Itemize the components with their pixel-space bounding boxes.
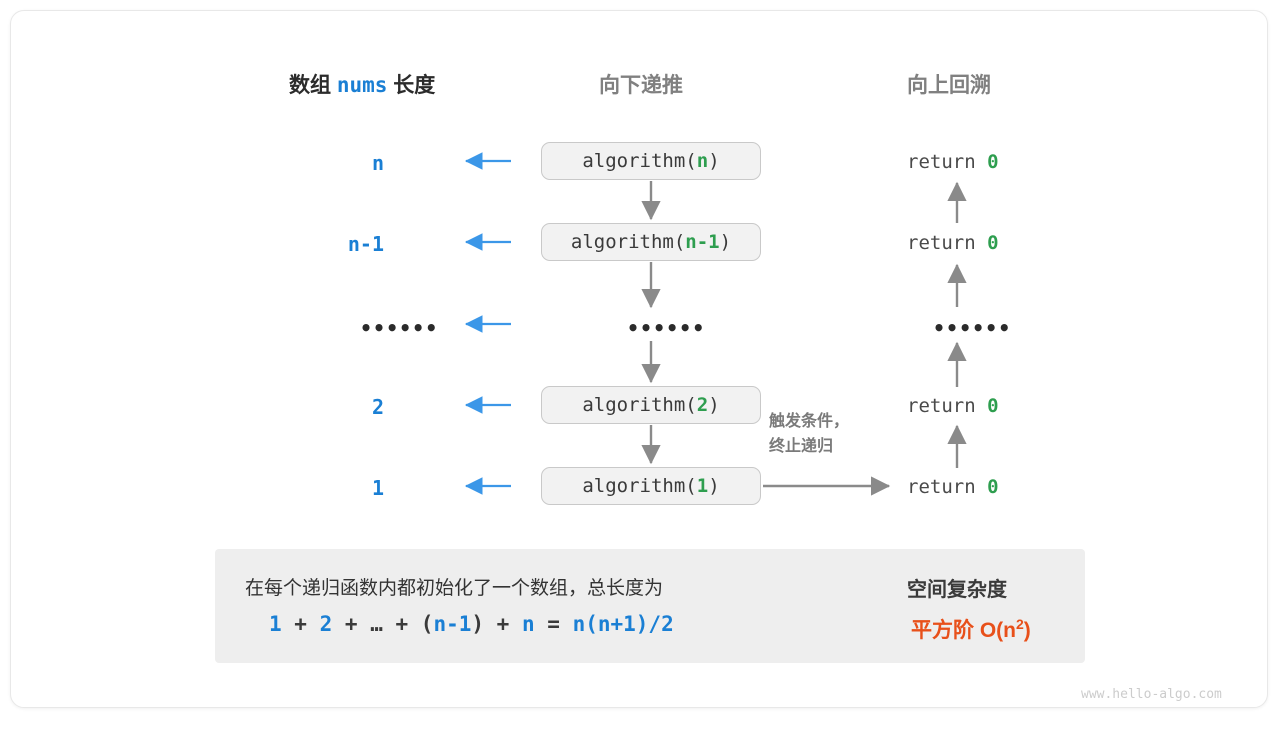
formula-token-11: = (534, 612, 573, 636)
formula-token-6: ( (420, 612, 434, 636)
call-box-row-0: algorithm(n) (541, 142, 761, 180)
column-header-recurse-down: 向下递推 (599, 74, 683, 97)
call-arg: n (696, 150, 709, 172)
size-label-row-3: 2 (371, 395, 384, 419)
call-arg: 1 (696, 475, 709, 497)
formula-token-12: n(n+1)/2 (572, 612, 674, 636)
result-close: ) (1023, 619, 1031, 642)
result-notation: O(n (979, 619, 1016, 642)
return-value: 0 (987, 232, 999, 254)
call-suffix: ) (708, 394, 720, 416)
column-header-array-length: 数组 nums 长度 (289, 69, 435, 99)
annotation-line-2: 终止递归 (769, 437, 834, 455)
call-box-row-1: algorithm(n-1) (541, 223, 761, 261)
call-prefix: algorithm( (570, 231, 686, 253)
header-array-suffix: 长度 (393, 74, 436, 97)
formula-token-5: + (382, 612, 421, 636)
call-arg: n-1 (685, 231, 720, 253)
call-suffix: ) (708, 150, 720, 172)
diagram-card: 数组 nums 长度 向下递推 向上回溯 (10, 10, 1268, 708)
return-value: 0 (987, 395, 999, 417)
call-box-row-4: algorithm(1) (541, 467, 761, 505)
annotation-line-1: 触发条件， (769, 413, 850, 430)
return-text: return (907, 476, 988, 498)
return-label-row-2-ellipsis: •••••• (933, 316, 1012, 340)
header-array-name: nums (336, 73, 388, 97)
call-box-row-2-ellipsis: •••••• (627, 316, 706, 340)
header-array-prefix: 数组 (289, 74, 331, 97)
call-prefix: algorithm( (582, 475, 697, 497)
formula-token-4: … (370, 612, 383, 636)
call-box-row-3: algorithm(2) (541, 386, 761, 424)
size-label-row-0: n (371, 151, 384, 175)
watermark: www.hello-algo.com (1081, 687, 1222, 702)
size-label-row-4: 1 (371, 476, 384, 500)
formula-token-8: ) (471, 612, 485, 636)
summary-result-title: 空间复杂度 (907, 579, 1007, 601)
size-label-row-1: n-1 (347, 232, 384, 256)
formula-token-0: 1 (269, 612, 282, 636)
result-prefix: 平方阶 (911, 619, 980, 642)
result-exponent: 2 (1016, 616, 1024, 632)
call-arg: 2 (696, 394, 709, 416)
summary-result-value: 平方阶 O(n2) (911, 614, 1031, 644)
size-label-row-2-ellipsis: •••••• (360, 316, 439, 340)
return-text: return (907, 232, 988, 254)
summary-formula: 1 + 2 + … + (n-1) + n = n(n+1)/2 (269, 612, 674, 636)
call-prefix: algorithm( (582, 150, 697, 172)
base-case-annotation: 触发条件， 终止递归 (769, 410, 849, 460)
return-label-row-0: return 0 (907, 151, 999, 173)
formula-token-2: 2 (319, 612, 333, 636)
blue-left-arrows (464, 152, 511, 495)
call-suffix: ) (708, 475, 720, 497)
call-suffix: ) (719, 231, 732, 253)
return-text: return (907, 395, 988, 417)
return-text: return (907, 151, 988, 173)
return-label-row-4: return 0 (907, 476, 999, 498)
formula-token-3: + (332, 612, 371, 636)
formula-token-9: + (484, 612, 522, 636)
call-prefix: algorithm( (582, 394, 697, 416)
return-label-row-1: return 0 (907, 232, 999, 254)
summary-description: 在每个递归函数内都初始化了一个数组，总长度为 (245, 578, 664, 599)
formula-token-1: + (281, 612, 320, 636)
return-value: 0 (987, 151, 999, 173)
column-header-backtrack-up: 向上回溯 (907, 74, 991, 97)
formula-token-10: n (521, 612, 535, 636)
formula-token-7: n-1 (433, 612, 472, 636)
return-label-row-3: return 0 (907, 395, 999, 417)
summary-panel (215, 549, 1085, 663)
return-value: 0 (987, 476, 999, 498)
